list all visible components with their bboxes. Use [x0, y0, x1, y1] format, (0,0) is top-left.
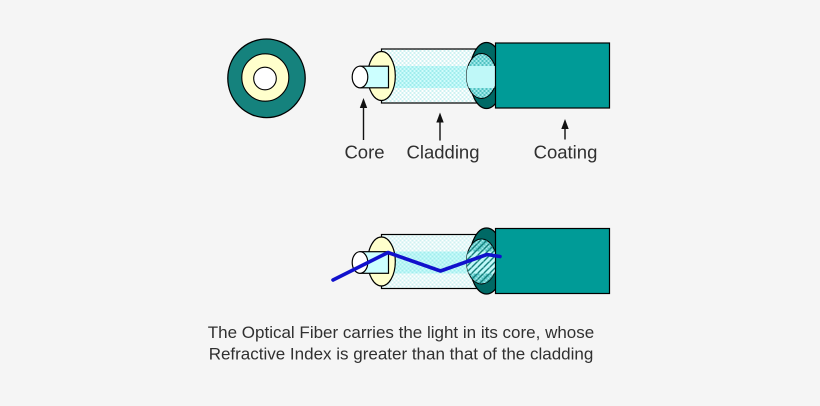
- caption-line-1: The Optical Fiber carries the light in i…: [208, 323, 594, 342]
- cladding-arrow-head: [436, 112, 444, 123]
- fiber-light-path-view: [351, 227, 611, 295]
- fiber-cross-section: [227, 38, 306, 119]
- cladding-label: Cladding: [406, 142, 479, 163]
- coating-arrow-head: [561, 119, 569, 129]
- fiber-side-view: [351, 41, 611, 110]
- core-arrow-head: [359, 98, 368, 108]
- caption-line-2: Refractive Index is greater than that of…: [209, 345, 594, 364]
- light-ray: [331, 250, 502, 282]
- callout-arrows: [359, 98, 569, 141]
- core-band-in-entry: [466, 66, 497, 88]
- core-label: Core: [344, 142, 384, 163]
- entry-hatch-overlay: [466, 239, 497, 284]
- cross-section-core: [253, 66, 277, 91]
- coating-label: Coating: [534, 142, 598, 163]
